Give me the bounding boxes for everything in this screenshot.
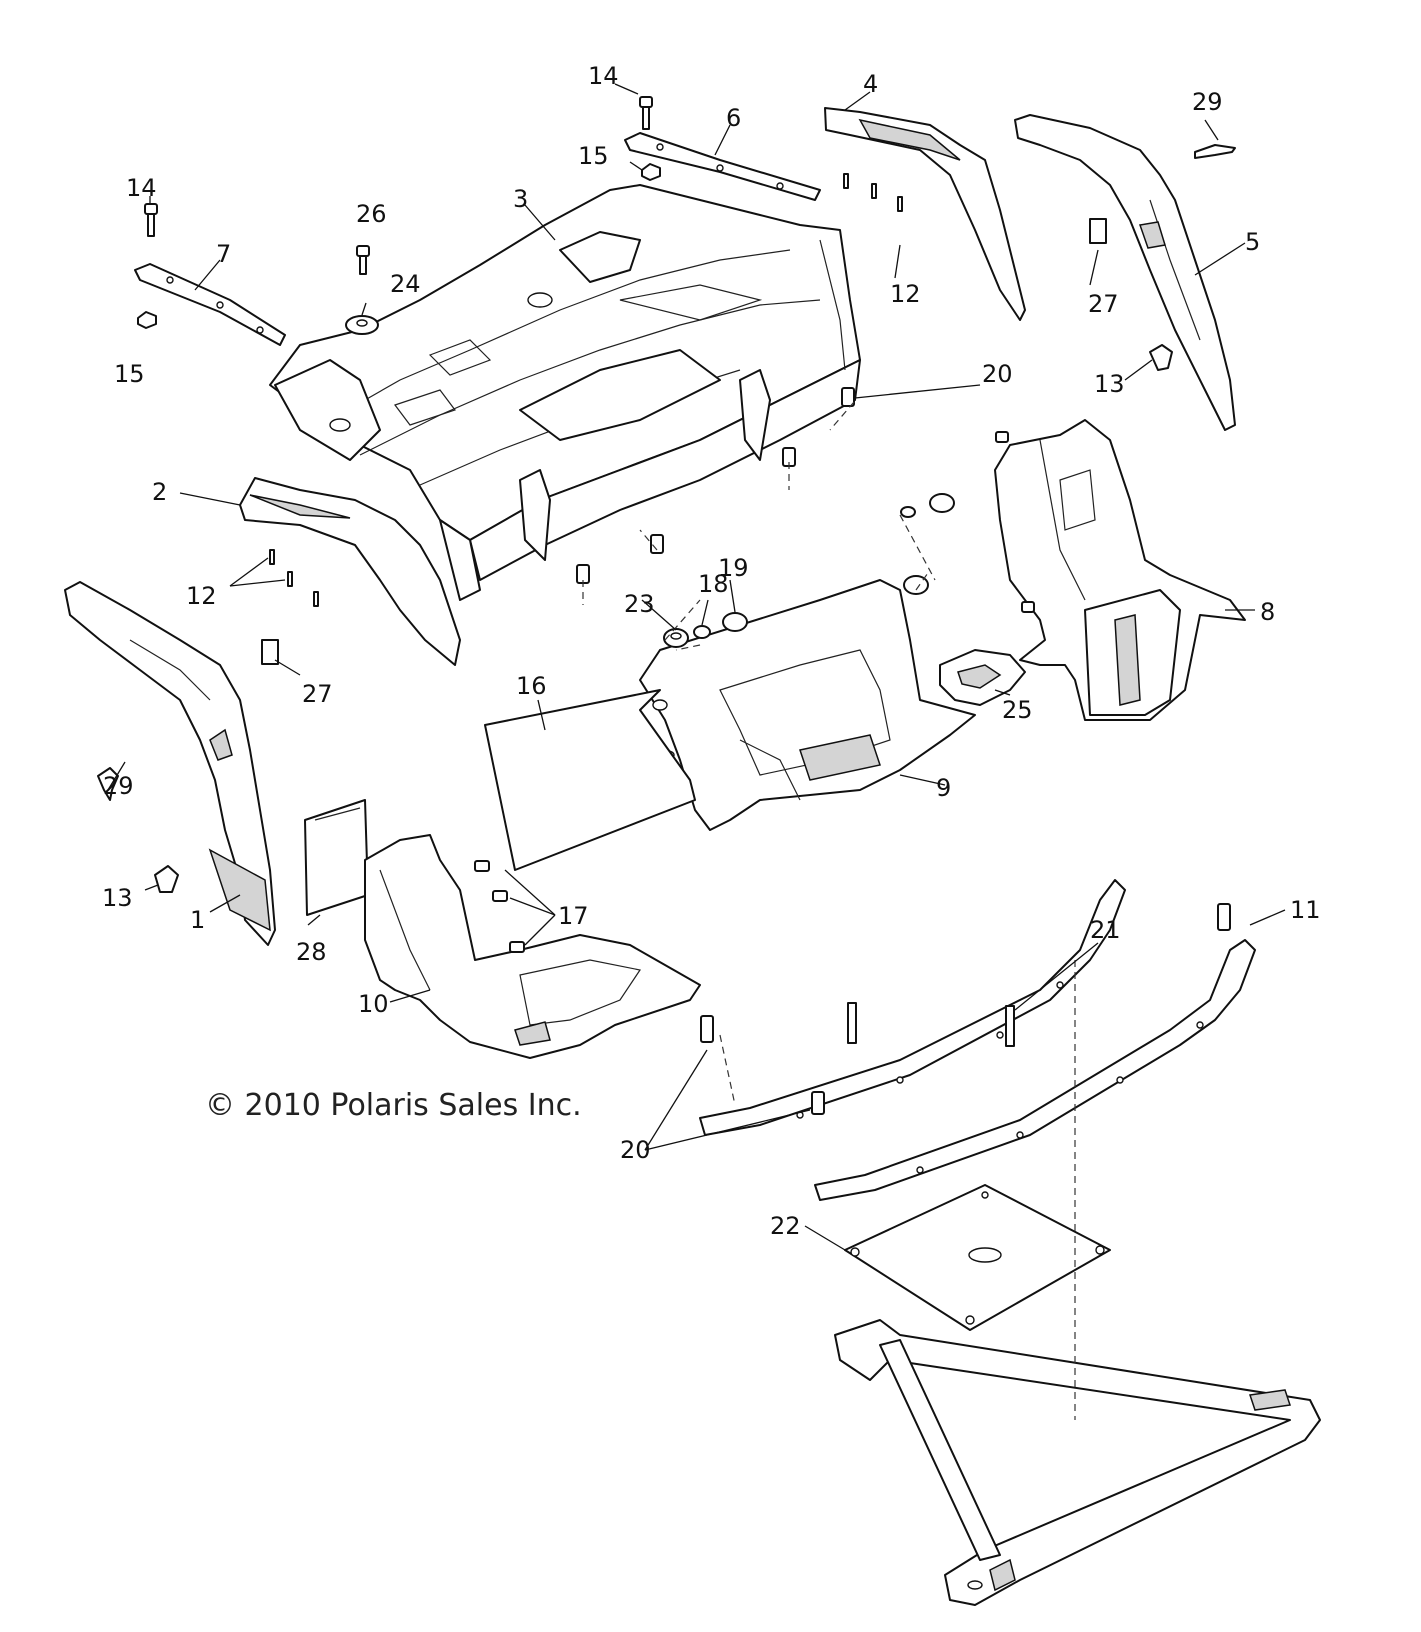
copyright-text: © 2010 Polaris Sales Inc. [205,1088,582,1123]
callout-11: 11 [1290,896,1321,924]
callout-16: 16 [516,672,547,700]
callout-24: 24 [390,270,421,298]
callout-labels: 14 14 4 6 15 3 29 5 26 24 7 15 12 27 13 … [102,62,1321,1240]
callout-12-right: 12 [890,280,921,308]
support-frame-part [834,1319,1321,1606]
callout-22: 22 [770,1212,801,1240]
tray-25-part [939,649,1026,706]
callout-17: 17 [558,902,589,930]
callout-21: 21 [1090,916,1121,944]
callout-18: 18 [698,570,729,598]
callout-19: 19 [718,554,749,582]
callout-5: 5 [1245,228,1260,256]
bracket-6-part [624,132,821,201]
callout-7: 7 [216,240,231,268]
callout-14-top: 14 [588,62,619,90]
callout-15-top: 15 [578,142,609,170]
callout-23: 23 [624,590,655,618]
panel-4-part [824,107,1026,321]
callout-13-right: 13 [1094,370,1125,398]
storage-bin-8-part [994,419,1246,721]
callout-10: 10 [358,990,389,1018]
callout-14-left: 14 [126,174,157,202]
callout-28: 28 [296,938,327,966]
callout-27-left: 27 [302,680,333,708]
callout-29-right: 29 [1192,88,1223,116]
storage-floor-10-part [364,834,701,1059]
cargo-box-part [269,184,861,601]
callout-9: 9 [936,774,951,802]
callout-2: 2 [152,478,167,506]
callout-29-left: 29 [103,772,134,800]
callout-15-left: 15 [114,360,145,388]
leader-lines [107,83,1286,1251]
rails-11-part [699,879,1256,1201]
decal-28-part [304,799,369,916]
callout-25: 25 [1002,696,1033,724]
alignment-lines [582,401,1076,1420]
panel-2-part [239,477,461,666]
mat-16-part [484,689,696,871]
callout-27-right: 27 [1088,290,1119,318]
fender-5-part [1014,114,1236,431]
fasteners [97,96,1236,1115]
callout-8: 8 [1260,598,1275,626]
callout-20-lower: 20 [620,1136,651,1164]
fender-1-part [64,581,276,946]
callout-3: 3 [513,185,528,213]
callout-12-left: 12 [186,582,217,610]
callout-20-upper: 20 [982,360,1013,388]
callout-6: 6 [726,104,741,132]
seat-base-9-part [639,579,976,831]
callout-4: 4 [863,70,878,98]
callout-1: 1 [190,906,205,934]
bracket-7-part [134,263,286,346]
plate-22-part [844,1184,1111,1331]
callout-13-left: 13 [102,884,133,912]
callout-26: 26 [356,200,387,228]
